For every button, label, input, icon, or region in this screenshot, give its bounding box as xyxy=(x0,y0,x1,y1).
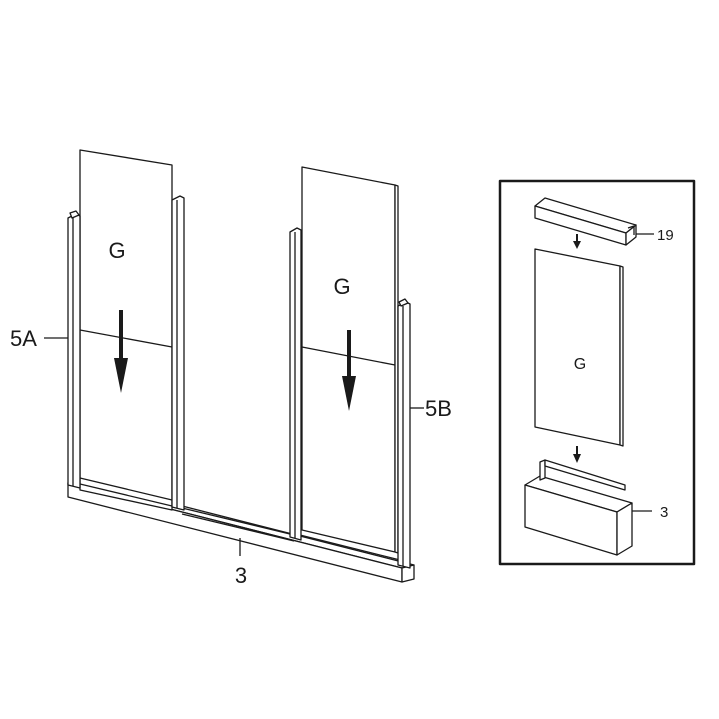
top-channel-label: 19 xyxy=(657,227,674,244)
post-middle-left xyxy=(171,195,185,511)
left-glass-panel xyxy=(79,149,173,511)
inset-panel-label: G xyxy=(574,356,586,373)
down-arrow-icon xyxy=(342,330,356,411)
post-5b xyxy=(397,298,411,569)
down-arrow-icon xyxy=(573,234,581,249)
post-5a xyxy=(67,210,81,489)
post-middle-right xyxy=(289,227,302,541)
post-5b-label: 5B xyxy=(425,396,452,421)
detail-inset-frame xyxy=(498,179,696,566)
down-arrow-icon xyxy=(114,310,128,393)
panel-left-label: G xyxy=(108,238,125,263)
panel-right-label: G xyxy=(333,274,350,299)
bottom-channel-3 xyxy=(524,459,633,556)
bottom-channel-label: 3 xyxy=(660,504,668,521)
post-5a-label: 5A xyxy=(10,326,37,351)
inset-glass-panel xyxy=(534,248,624,447)
down-arrow-icon xyxy=(573,446,581,463)
base-rail-label: 3 xyxy=(235,563,247,588)
top-channel-19 xyxy=(534,197,637,246)
